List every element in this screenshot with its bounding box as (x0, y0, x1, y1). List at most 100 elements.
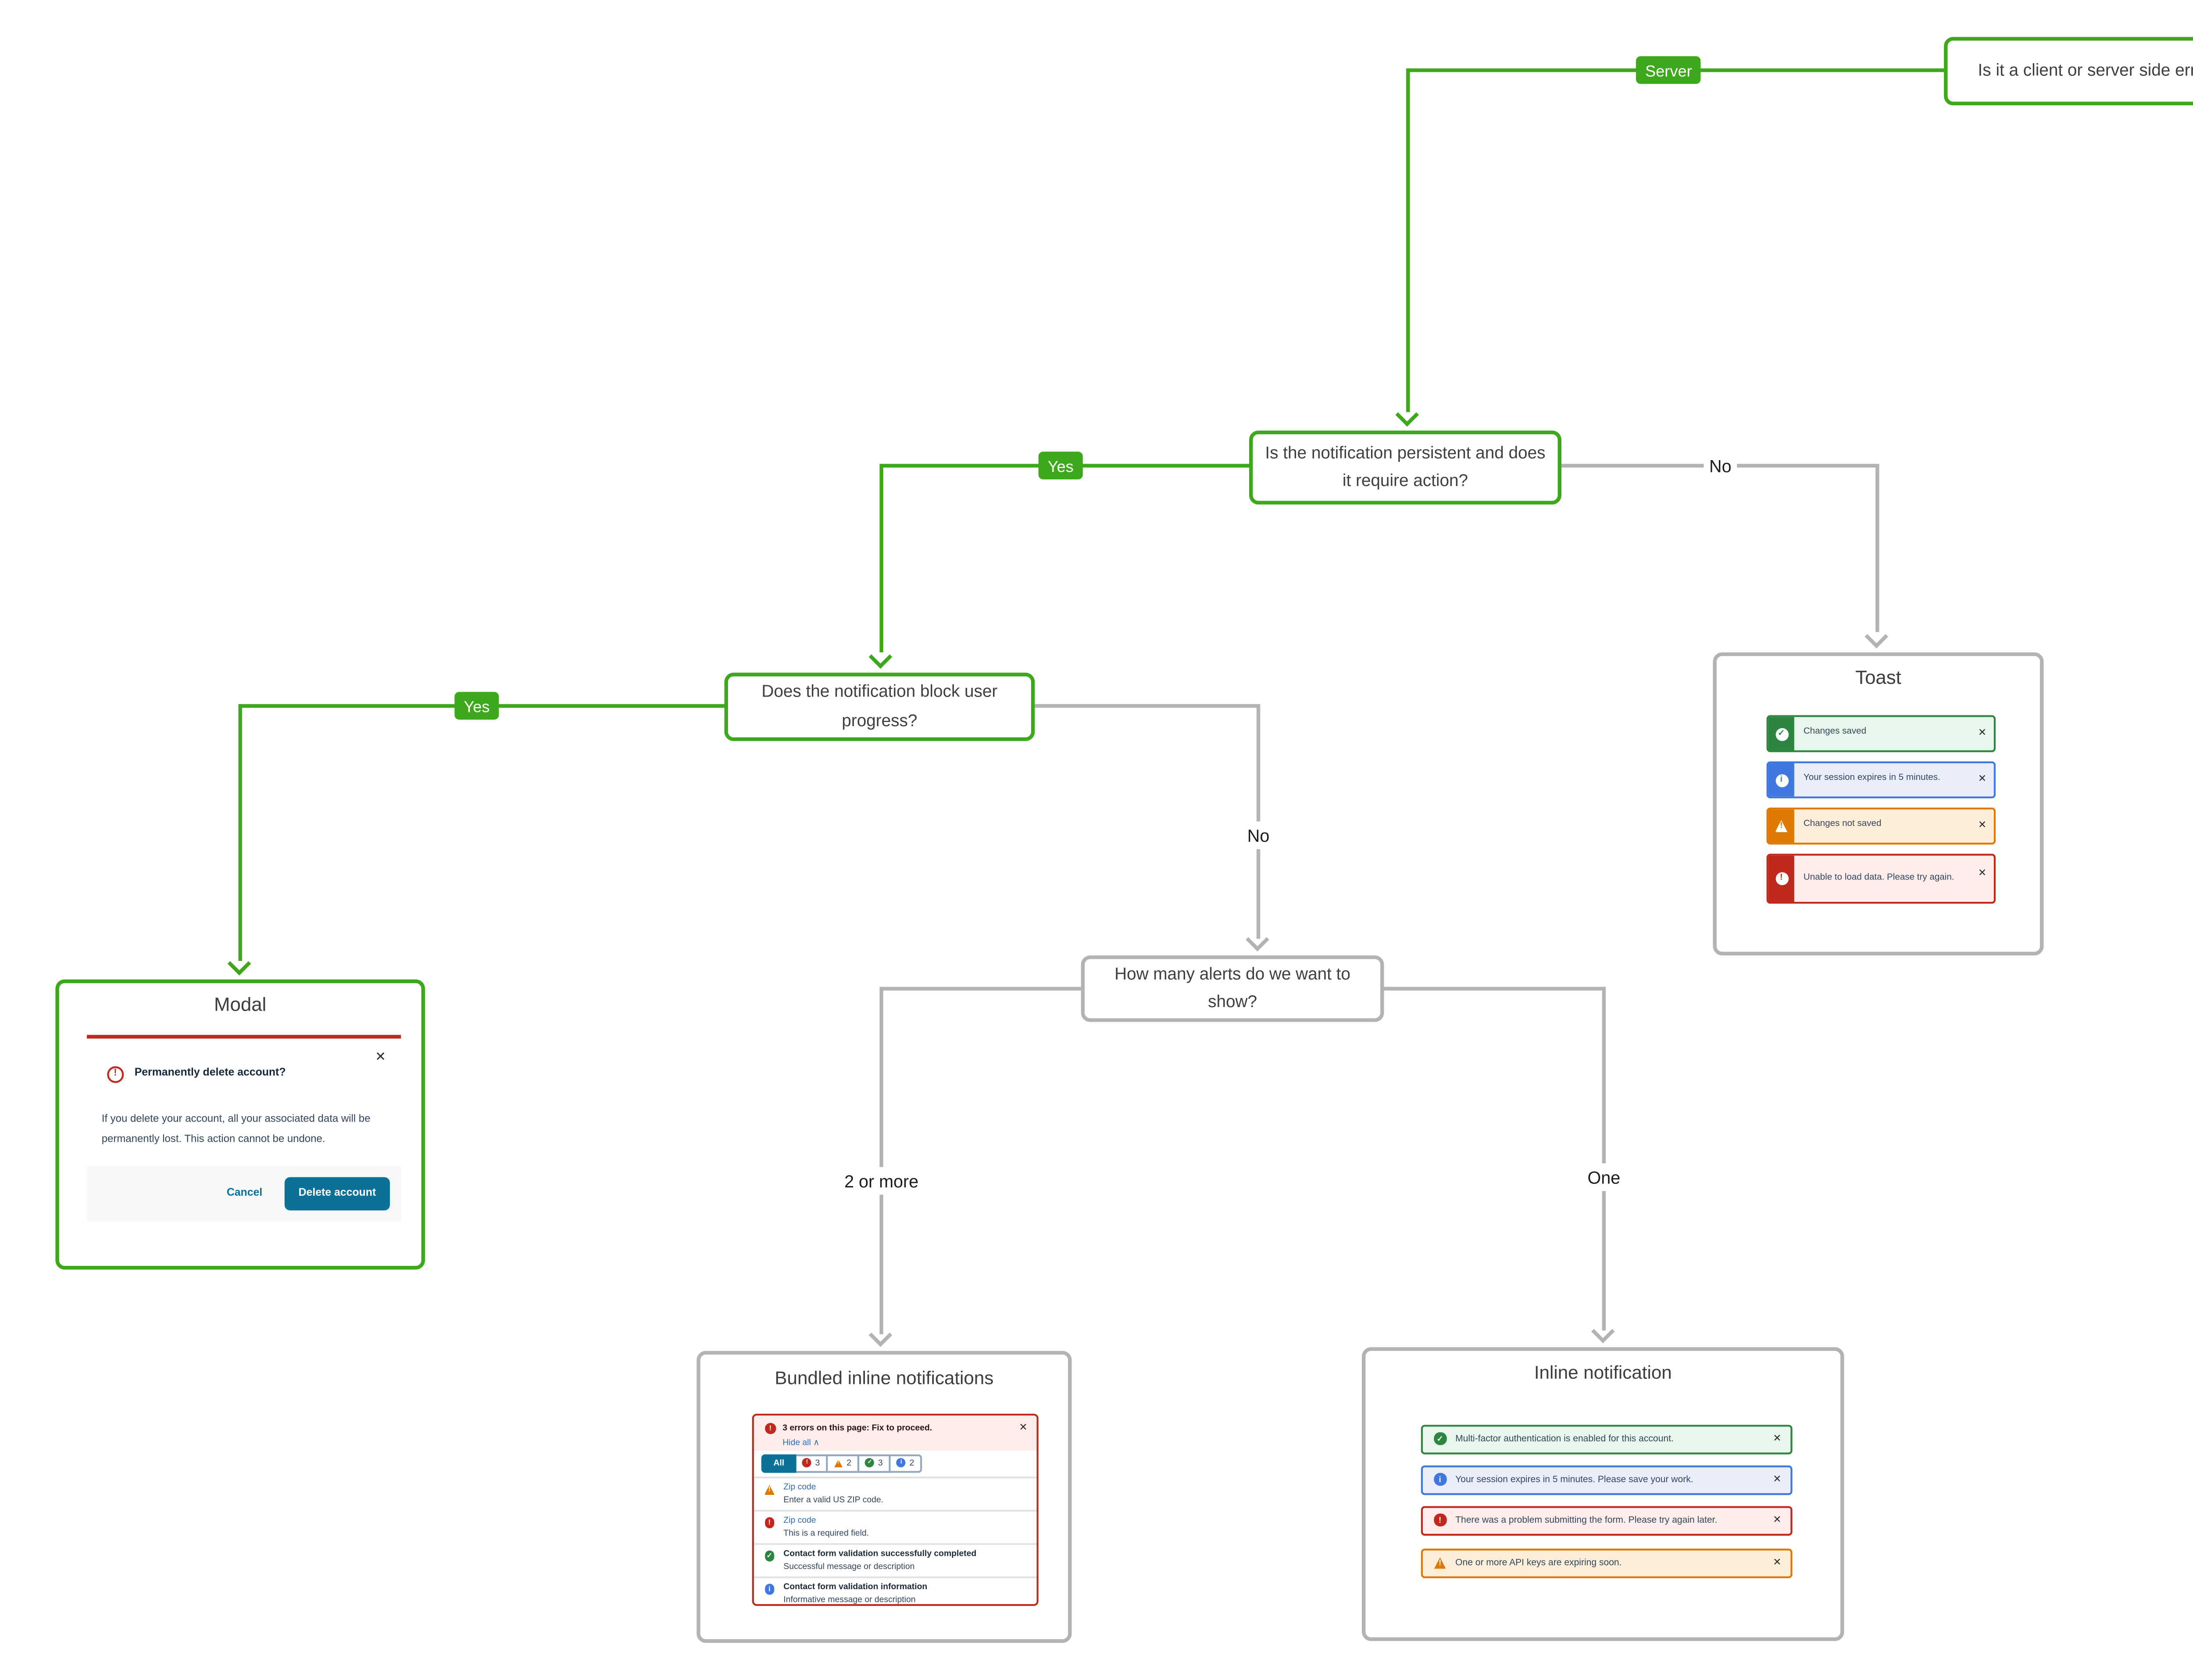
bundled-notification-row: i Contact form validation information In… (754, 1576, 1037, 1604)
status-icon: i (1434, 1473, 1447, 1486)
status-icon: ✓ (865, 1458, 875, 1468)
tab-count: 2 (909, 1458, 914, 1468)
arrowhead-down-icon (227, 952, 251, 976)
filter-tab[interactable]: ! 2 (828, 1454, 860, 1473)
status-icon: ! (802, 1458, 812, 1468)
card-toast: Toast ✓ Changes saved ✕ i Your session e… (1713, 652, 2044, 956)
connector-line (238, 704, 243, 961)
row-title: Zip code (783, 1483, 816, 1492)
question-block-progress: Does the notification block user progres… (724, 672, 1035, 741)
arrowhead-down-icon (1395, 403, 1419, 427)
question-text: Is it a client or server side error? (1978, 61, 2193, 79)
bundled-notification-row: ! Zip code Enter a valid US ZIP code. (754, 1476, 1037, 1509)
status-icon: ! (1775, 872, 1788, 886)
filter-tab[interactable]: ! 3 (796, 1454, 828, 1473)
toast-color-bar: ✓ (1768, 717, 1794, 751)
status-icon: ✓ (1775, 727, 1788, 740)
toast-message: Unable to load data. Please try again. (1803, 873, 1954, 883)
card-bundled-inline-notifications: Bundled inline notifications ! 3 errors … (696, 1351, 1072, 1643)
row-title: Zip code (783, 1516, 816, 1525)
inline-message: Your session expires in 5 minutes. Pleas… (1455, 1474, 1693, 1486)
arrowhead-down-icon (868, 645, 893, 669)
toast-color-bar: ! (1768, 809, 1794, 843)
bundled-header: ! 3 errors on this page: Fix to proceed.… (754, 1415, 1037, 1451)
card-title: Inline notification (1534, 1364, 1672, 1384)
filter-tab[interactable]: i 2 (890, 1454, 922, 1473)
toast-list: ✓ Changes saved ✕ i Your session expires… (1766, 715, 1996, 913)
error-icon: ! (765, 1423, 776, 1434)
modal-heading: Permanently delete account? (134, 1069, 286, 1080)
inline-message: One or more API keys are expiring soon. (1455, 1557, 1622, 1569)
cancel-button[interactable]: Cancel (226, 1188, 263, 1200)
modal-body-text: If you delete your account, all your ass… (101, 1114, 371, 1145)
card-inline-notification: Inline notification ✓ Multi-factor authe… (1361, 1347, 1844, 1641)
close-icon[interactable]: ✕ (1773, 1515, 1782, 1526)
close-icon[interactable]: ✕ (1773, 1557, 1782, 1569)
row-title: Contact form validation information (783, 1582, 928, 1592)
inline-message: Multi-factor authentication is enabled f… (1455, 1433, 1674, 1445)
card-title: Bundled inline notifications (775, 1369, 994, 1390)
connector-line (879, 464, 884, 653)
status-icon: ✓ (764, 1551, 775, 1562)
close-icon[interactable]: ✕ (1978, 869, 1986, 880)
edge-label-yes-block: Yes (454, 692, 499, 720)
arrowhead-down-icon (1591, 1319, 1615, 1344)
toast-notification: ! Unable to load data. Please try again.… (1766, 854, 1996, 904)
connector-line (1035, 704, 1259, 709)
toast-message: Your session expires in 5 minutes. (1803, 775, 1940, 784)
bundled-panel: ! 3 errors on this page: Fix to proceed.… (752, 1413, 1039, 1606)
close-icon[interactable]: ✕ (375, 1051, 386, 1065)
edge-label-yes-persistent: Yes (1038, 451, 1083, 480)
chevron-up-icon: ∧ (813, 1437, 820, 1446)
status-icon: i (1775, 773, 1788, 786)
status-icon: i (896, 1458, 906, 1468)
question-client-or-server: Is it a client or server side error? (1944, 37, 2193, 106)
connector-line (1384, 987, 1604, 991)
modal-heading-row: ! Permanently delete account? (107, 1066, 286, 1083)
edge-label-two-or-more: 2 or more (839, 1167, 924, 1195)
close-icon[interactable]: ✕ (1978, 728, 1986, 740)
inline-notification-bar: ! There was a problem submitting the for… (1421, 1506, 1793, 1535)
connector-line (1406, 67, 1411, 411)
question-how-many-alerts: How many alerts do we want to show? (1081, 955, 1384, 1022)
inline-notification-bar: ! One or more API keys are expiring soon… (1421, 1548, 1793, 1577)
status-icon: ! (764, 1518, 775, 1529)
connector-line (1256, 704, 1261, 939)
connector-line (1875, 464, 1880, 632)
card-title: Modal (214, 996, 267, 1017)
tab-all[interactable]: All (761, 1454, 796, 1473)
hide-all-label: Hide all (782, 1437, 811, 1446)
status-icon: i (764, 1584, 775, 1595)
tab-count: 3 (815, 1458, 820, 1468)
status-icon: ! (1434, 1557, 1446, 1569)
close-icon[interactable]: ✕ (1773, 1474, 1782, 1486)
question-text: How many alerts do we want to show? (1114, 964, 1350, 1011)
hide-all-link[interactable]: Hide all ∧ (782, 1437, 819, 1448)
status-icon: ✓ (1434, 1433, 1447, 1445)
question-persistent-action: Is the notification persistent and does … (1249, 430, 1561, 505)
toast-notification: ! Changes not saved ✕ (1766, 808, 1996, 845)
row-description: Enter a valid US ZIP code. (783, 1495, 884, 1505)
arrowhead-down-icon (868, 1323, 893, 1347)
question-text: Is the notification persistent and does … (1265, 443, 1546, 490)
close-icon[interactable]: ✕ (1773, 1433, 1782, 1445)
close-icon[interactable]: ✕ (1978, 774, 1986, 786)
toast-message: Changes saved (1803, 729, 1867, 738)
close-icon[interactable]: ✕ (1019, 1422, 1028, 1433)
close-icon[interactable]: ✕ (1978, 820, 1986, 832)
inline-message: There was a problem submitting the form.… (1455, 1515, 1718, 1526)
inline-notification-bar: ✓ Multi-factor authentication is enabled… (1421, 1425, 1793, 1454)
bundled-filter-tabs: All ! 3 ! 2 ✓ 3 (754, 1451, 1037, 1476)
row-title: Contact form validation successfully com… (783, 1549, 977, 1558)
toast-notification: i Your session expires in 5 minutes. ✕ (1766, 761, 1996, 799)
connector-line (1601, 987, 1606, 1331)
inline-notification-bar: i Your session expires in 5 minutes. Ple… (1421, 1465, 1793, 1494)
connector-line (881, 987, 1081, 991)
status-icon: ! (1434, 1514, 1447, 1527)
row-description: Successful message or description (783, 1562, 915, 1571)
filter-tab[interactable]: ✓ 3 (859, 1454, 891, 1473)
edge-label-one: One (1582, 1163, 1626, 1191)
toast-notification: ✓ Changes saved ✕ (1766, 715, 1996, 752)
delete-account-button[interactable]: Delete account (284, 1177, 390, 1210)
edge-label-server: Server (1636, 56, 1701, 85)
